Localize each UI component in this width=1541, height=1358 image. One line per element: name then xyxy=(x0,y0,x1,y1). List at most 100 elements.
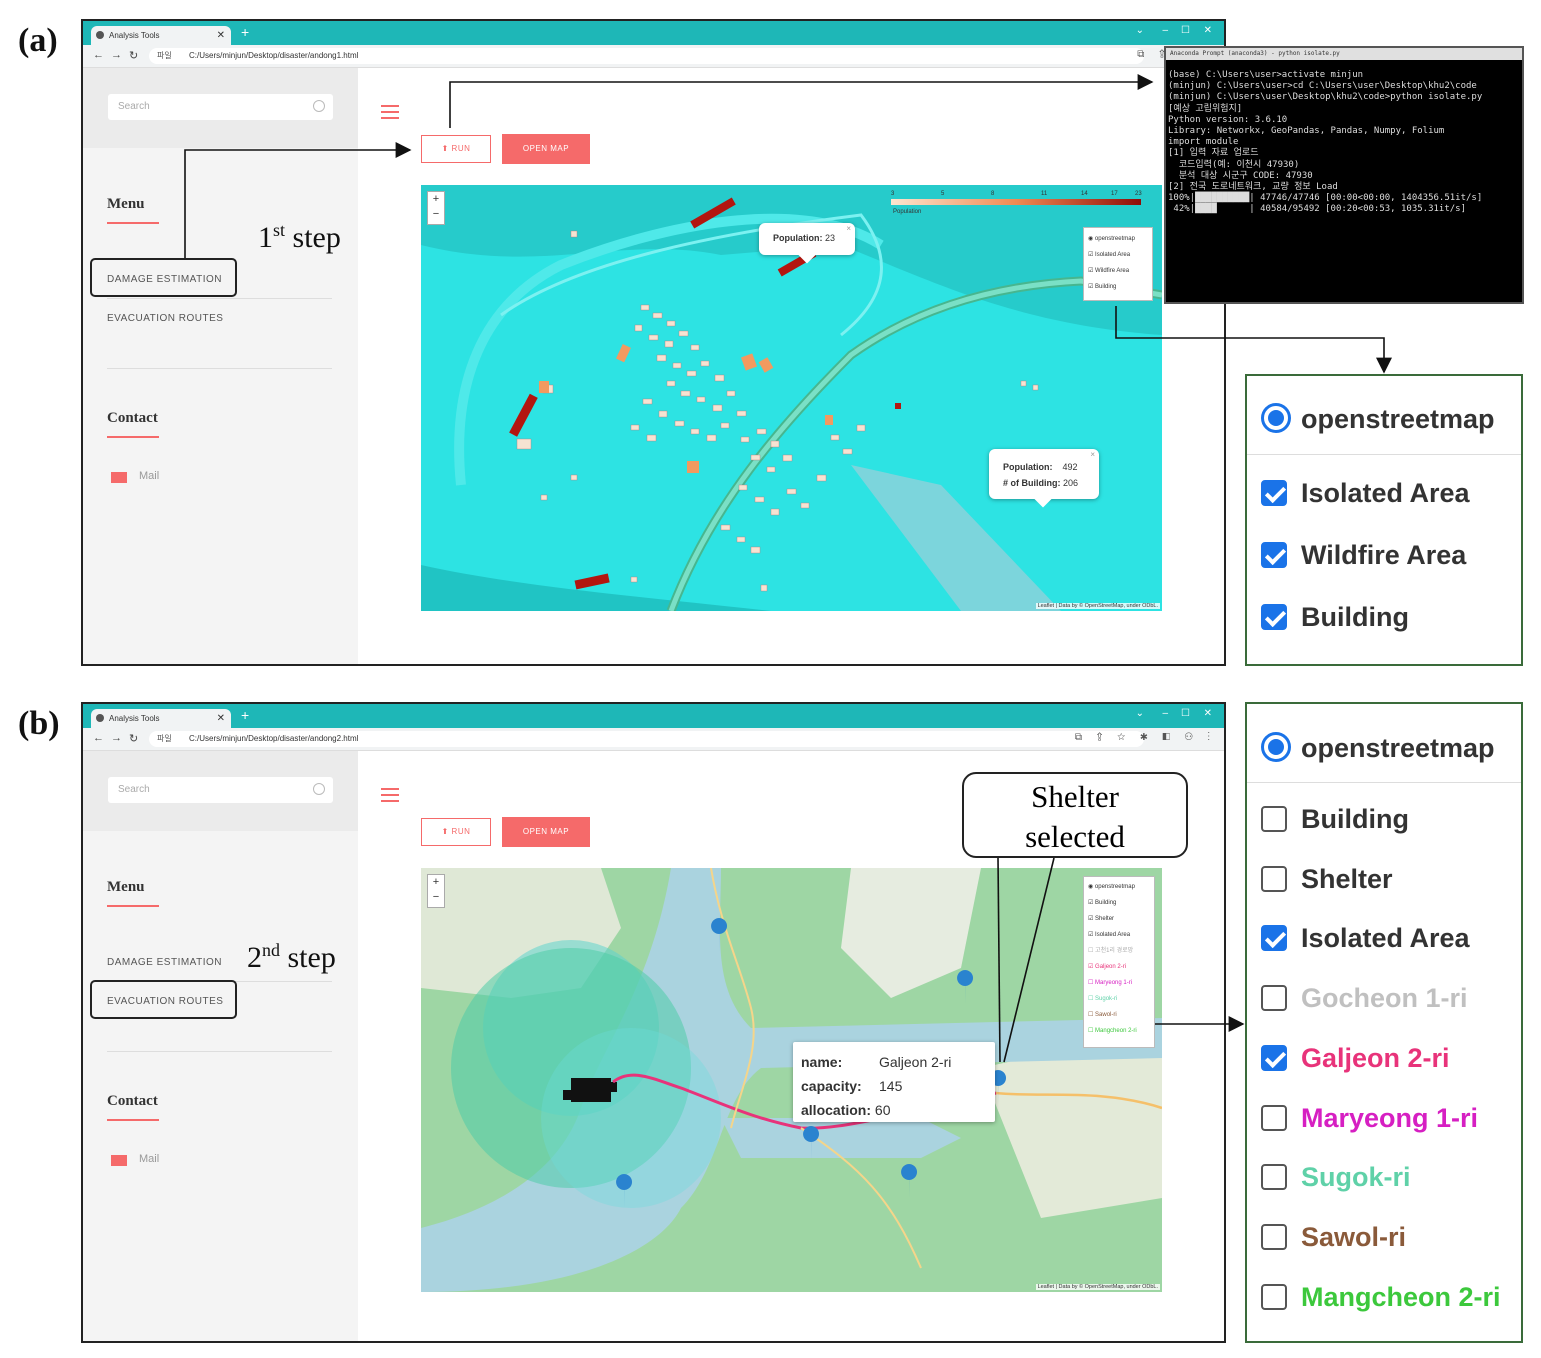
layer-option[interactable]: ☑ Isolated Area xyxy=(1088,927,1150,943)
reload-icon[interactable]: ↻ xyxy=(129,50,139,62)
minimize-icon[interactable]: – xyxy=(1162,25,1168,36)
layer-option[interactable]: ☐ 고천1리 경로망 xyxy=(1088,943,1150,959)
checkbox-unchecked-icon[interactable] xyxy=(1261,1164,1287,1191)
popup-label: Population: xyxy=(773,233,823,243)
open-map-button[interactable]: OPEN MAP xyxy=(502,134,590,164)
layer-option-wildfire-area[interactable]: ☑ Wildfire Area xyxy=(1088,268,1130,274)
checkbox-icon[interactable]: ☐ xyxy=(1088,996,1096,1002)
maximize-icon[interactable]: ☐ xyxy=(1181,25,1190,36)
checkbox-icon[interactable]: ☑ xyxy=(1088,964,1096,970)
terminal-window[interactable]: Anaconda Prompt (anaconda3) - python iso… xyxy=(1164,46,1524,304)
menu-item-evacuation-routes[interactable]: EVACUATION ROUTES xyxy=(107,313,224,324)
menu-item-evacuation-routes[interactable]: EVACUATION ROUTES xyxy=(107,996,224,1007)
run-button[interactable]: ⬆ RUN xyxy=(421,818,491,846)
checkbox-checked-icon[interactable] xyxy=(1261,604,1287,630)
checkbox-unchecked-icon[interactable] xyxy=(1261,1104,1287,1131)
checkbox-unchecked-icon[interactable] xyxy=(1261,865,1287,892)
layer-option[interactable]: ☑ Shelter xyxy=(1088,911,1150,927)
search-input[interactable]: Search xyxy=(108,94,333,120)
layer-option[interactable]: ☐ Sawol-ri xyxy=(1088,1007,1150,1023)
new-tab-icon[interactable]: + xyxy=(241,24,250,40)
zoom-out-icon[interactable]: − xyxy=(432,208,440,220)
zoom-control[interactable]: +− xyxy=(427,874,445,908)
checkbox-icon[interactable]: ☑ xyxy=(1088,900,1096,906)
url-field[interactable]: 파일 C:/Users/minjun/Desktop/disaster/ando… xyxy=(149,48,1144,64)
map-view-a[interactable]: 3 5 8 11 14 17 23 Population +− ◉ openst… xyxy=(421,185,1162,611)
mail-link[interactable]: Mail xyxy=(139,1153,160,1165)
hamburger-menu-icon[interactable] xyxy=(381,788,399,802)
checkbox-unchecked-icon[interactable] xyxy=(1261,806,1287,832)
layer-option-openstreetmap[interactable]: ◉ openstreetmap xyxy=(1088,236,1135,242)
layer-option[interactable]: ☑ Building xyxy=(1088,895,1150,911)
chevron-down-icon[interactable]: ⌄ xyxy=(1135,25,1144,36)
radio-selected-icon[interactable] xyxy=(1261,732,1291,762)
shelter-capacity-row: capacity:145 xyxy=(801,1074,951,1098)
checkbox-icon[interactable]: ☐ xyxy=(1088,948,1096,954)
map-attribution[interactable]: Leaflet | Data by © OpenStreetMap, under… xyxy=(1035,603,1160,609)
browser-tab[interactable]: Analysis Tools ✕ xyxy=(91,26,231,45)
back-icon[interactable]: ← xyxy=(93,49,104,61)
layer-option-isolated-area[interactable]: ☑ Isolated Area xyxy=(1088,252,1131,258)
checkbox-checked-icon[interactable] xyxy=(1261,1044,1287,1071)
close-tab-icon[interactable]: ✕ xyxy=(216,30,225,41)
map-canvas-b[interactable] xyxy=(421,868,1162,1292)
close-tab-icon[interactable]: ✕ xyxy=(216,713,225,724)
checkbox-unchecked-icon[interactable] xyxy=(1261,1283,1287,1310)
popup-close-icon[interactable]: × xyxy=(1090,450,1095,459)
zoom-in-icon[interactable]: + xyxy=(432,193,440,205)
layer-control-b[interactable]: ◉ openstreetmap☑ Building☑ Shelter☑ Isol… xyxy=(1083,876,1155,1048)
open-map-button[interactable]: OPEN MAP xyxy=(502,817,590,847)
checkbox-icon[interactable]: ☑ xyxy=(1088,916,1096,922)
checkbox-icon[interactable]: ☐ xyxy=(1088,1028,1096,1034)
map-view-b[interactable]: +− ◉ openstreetmap☑ Building☑ Shelter☑ I… xyxy=(421,868,1162,1292)
maximize-icon[interactable]: ☐ xyxy=(1181,708,1190,719)
layer-option-building[interactable]: ☑ Building xyxy=(1088,284,1117,290)
forward-icon[interactable]: → xyxy=(111,49,122,61)
map-canvas-a[interactable]: 3 5 8 11 14 17 23 Population xyxy=(421,185,1162,611)
mail-link[interactable]: Mail xyxy=(139,470,160,482)
step-ordinal: st xyxy=(273,220,286,240)
layer-option[interactable]: ☐ Maryeong 1-ri xyxy=(1088,975,1150,991)
radio-icon[interactable]: ◉ xyxy=(1088,884,1095,890)
checkbox-unchecked-icon[interactable] xyxy=(1261,985,1287,1012)
zoom-in-icon[interactable]: + xyxy=(432,876,440,888)
menu-item-damage-estimation[interactable]: DAMAGE ESTIMATION xyxy=(107,274,222,285)
layer-control-a[interactable]: ◉ openstreetmap ☑ Isolated Area ☑ Wildfi… xyxy=(1083,227,1153,301)
checkbox-checked-icon[interactable] xyxy=(1261,925,1287,952)
menu-item-damage-estimation[interactable]: DAMAGE ESTIMATION xyxy=(107,957,222,968)
layer-option[interactable]: ☐ Mangcheon 2-ri xyxy=(1088,1023,1150,1039)
url-field[interactable]: 파일 C:/Users/minjun/Desktop/disaster/ando… xyxy=(149,731,1144,747)
checkbox-icon[interactable]: ☐ xyxy=(1088,980,1096,986)
back-icon[interactable]: ← xyxy=(93,732,104,744)
browser-toolbar-icons[interactable]: ⧉ ⇪ ☆ ✱ ◧ ⚇ ⋮ xyxy=(1074,732,1216,743)
forward-icon[interactable]: → xyxy=(111,732,122,744)
checkbox-checked-icon[interactable] xyxy=(1261,542,1287,568)
reload-icon[interactable]: ↻ xyxy=(129,733,139,745)
new-tab-icon[interactable]: + xyxy=(241,707,250,723)
browser-tab[interactable]: Analysis Tools ✕ xyxy=(91,709,231,728)
checkbox-unchecked-icon[interactable] xyxy=(1261,1223,1287,1250)
checkbox-checked-icon[interactable] xyxy=(1261,480,1287,506)
popup-label: name: xyxy=(801,1054,843,1070)
map-attribution[interactable]: Leaflet | Data by © OpenStreetMap, under… xyxy=(1035,1284,1160,1290)
radio-selected-icon[interactable] xyxy=(1261,403,1291,433)
minimize-icon[interactable]: – xyxy=(1162,708,1168,719)
checkbox-icon[interactable]: ☐ xyxy=(1088,1012,1096,1018)
checkbox-icon[interactable]: ☑ xyxy=(1088,932,1096,938)
close-window-icon[interactable]: ✕ xyxy=(1203,708,1212,719)
close-window-icon[interactable]: ✕ xyxy=(1203,25,1212,36)
popup-close-icon[interactable]: × xyxy=(846,224,851,233)
run-button[interactable]: ⬆ RUN xyxy=(421,135,491,163)
layer-option[interactable]: ☐ Sugok-ri xyxy=(1088,991,1150,1007)
layer-option[interactable]: ☑ Galjeon 2-ri xyxy=(1088,959,1150,975)
mail-icon[interactable] xyxy=(111,472,127,483)
terminal-title: Anaconda Prompt (anaconda3) - python iso… xyxy=(1166,48,1522,60)
hamburger-menu-icon[interactable] xyxy=(381,105,399,119)
globe-icon xyxy=(96,31,104,39)
zoom-control[interactable]: +− xyxy=(427,191,445,225)
search-input[interactable]: Search xyxy=(108,777,333,803)
mail-icon[interactable] xyxy=(111,1155,127,1166)
chevron-down-icon[interactable]: ⌄ xyxy=(1135,708,1144,719)
zoom-out-icon[interactable]: − xyxy=(432,891,440,903)
layer-option[interactable]: ◉ openstreetmap xyxy=(1088,879,1150,895)
